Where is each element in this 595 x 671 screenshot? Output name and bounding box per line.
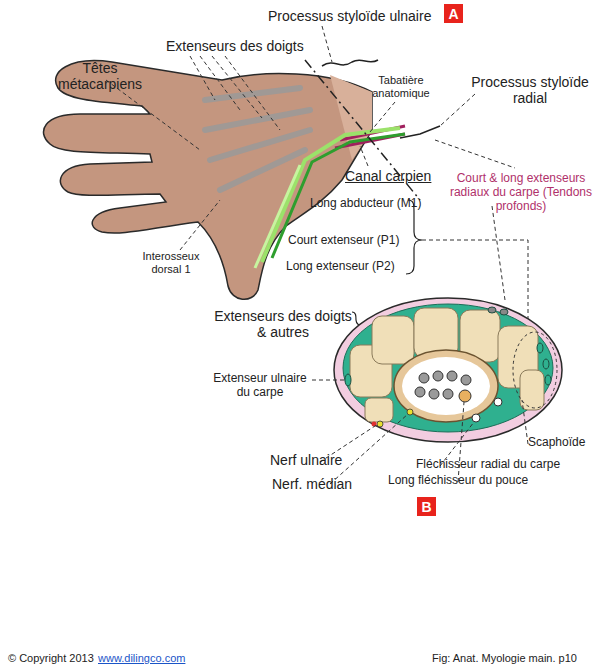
thumb-tendon [255,165,300,268]
figure-letter: B [421,499,431,515]
part-label: Long extenseur (P2) [286,260,395,274]
part-label: Processus styloïde radial [468,74,592,106]
part-label: Long abducteur (M1) [310,197,421,211]
bracket [406,200,422,274]
part-label: Fig: Anat. Myologie main. p10 [432,652,577,665]
part-label: Extenseur ulnaire du carpe [205,372,315,400]
part-label: Nerf ulnaire [270,452,342,468]
part-label: Interosseux dorsal 1 [128,250,214,275]
part-label: Court & long extenseurs radiaux du carpe… [448,172,594,213]
part-label: www.dilingco.com [98,652,185,665]
thumb-tendon [262,128,400,262]
part-label: Têtes métacarpiens [52,60,148,92]
wrist-cross-section [334,298,562,442]
ulnar-styloid-line [322,60,378,66]
part-label: Canal carpien [345,168,431,184]
figure-letter: A [448,6,458,22]
part-label: © Copyright 2013 [8,652,94,665]
part-label: Scaphoïde [528,436,585,450]
thumb-tendon [272,134,405,258]
part-label: Long fléchisseur du pouce [388,474,528,488]
part-label: Fléchisseur radial du carpe [416,458,560,472]
part-label: Court extenseur (P1) [288,234,399,248]
part-label: Processus styloïde ulnaire [268,8,431,24]
part-label: Extenseurs des doigts & autres [208,308,358,340]
part-label: Extenseurs des doigts [166,38,304,54]
figure-tag: A [444,4,463,23]
part-label: Tabatière anatomique [366,74,436,99]
part-label: Nerf. médian [272,476,352,492]
figure-tag: B [417,497,436,516]
radial-styloid-line [400,126,440,138]
leader-lines [106,26,515,300]
